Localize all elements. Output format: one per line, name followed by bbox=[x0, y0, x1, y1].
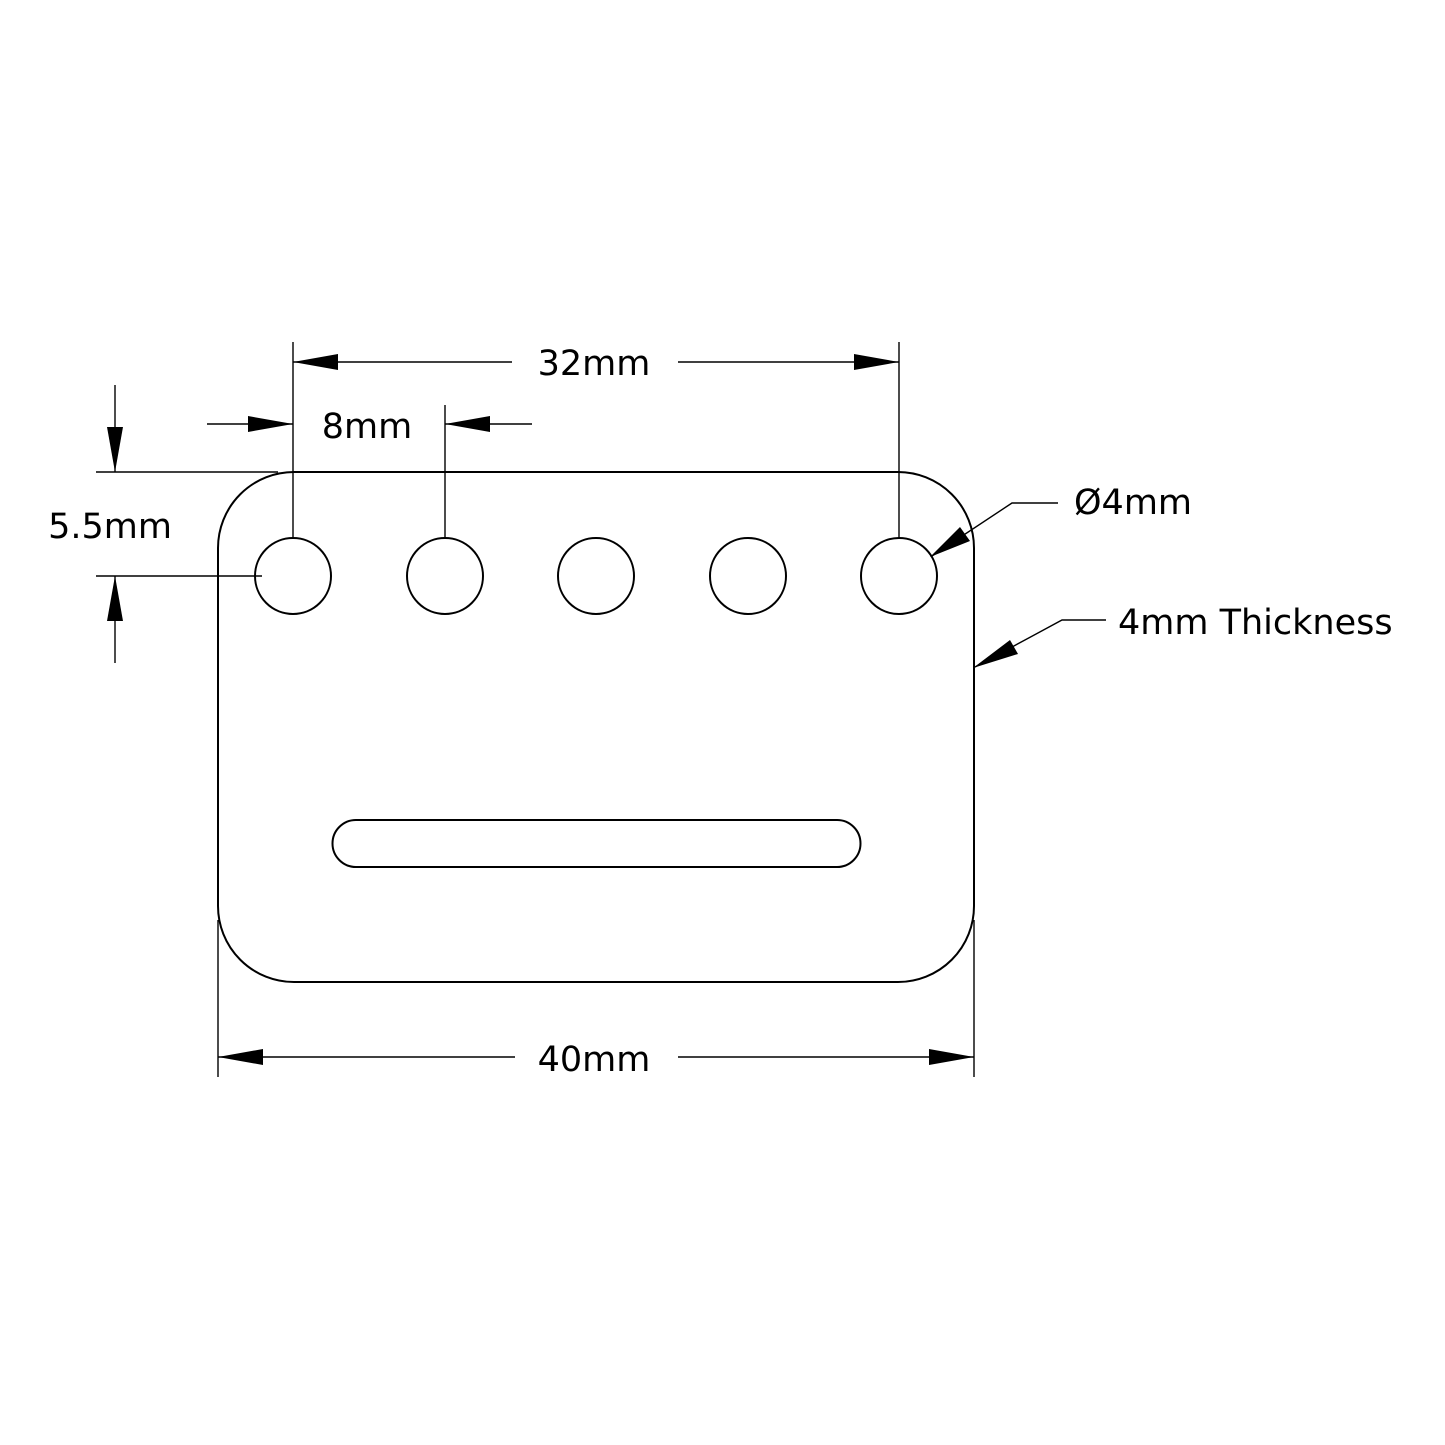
dimension-40mm: 40mm bbox=[217, 920, 975, 1080]
dimension-5-5mm: 5.5mm bbox=[48, 385, 278, 663]
arrowhead-right bbox=[854, 354, 899, 370]
leader-arrowhead bbox=[930, 527, 970, 557]
arrowhead-up bbox=[107, 576, 123, 621]
hole-3 bbox=[557, 537, 635, 615]
leader-hole-diameter: Ø4mm bbox=[930, 483, 1192, 557]
arrowhead-left bbox=[293, 354, 338, 370]
dimension-8mm: 8mm bbox=[207, 405, 532, 538]
arrowhead-down bbox=[107, 427, 123, 472]
plate-outline bbox=[217, 471, 975, 983]
dimension-32mm: 32mm bbox=[292, 342, 900, 538]
leader-arrowhead bbox=[973, 640, 1018, 668]
label-5-5mm: 5.5mm bbox=[48, 507, 172, 547]
label-thickness: 4mm Thickness bbox=[1118, 603, 1393, 643]
slot bbox=[331, 819, 862, 868]
label-hole-diameter: Ø4mm bbox=[1074, 483, 1192, 523]
label-32mm: 32mm bbox=[538, 344, 651, 384]
hole-4 bbox=[709, 537, 787, 615]
hole-5 bbox=[860, 537, 938, 615]
hole-2 bbox=[406, 537, 484, 615]
arrowhead-right bbox=[445, 416, 490, 432]
label-8mm: 8mm bbox=[322, 407, 412, 447]
hole-1 bbox=[254, 537, 332, 615]
arrowhead-left bbox=[248, 416, 293, 432]
leader-thickness: 4mm Thickness bbox=[973, 603, 1393, 668]
arrowhead-left bbox=[218, 1049, 263, 1065]
hole-row bbox=[254, 537, 938, 615]
label-40mm: 40mm bbox=[538, 1040, 651, 1080]
arrowhead-right bbox=[929, 1049, 974, 1065]
